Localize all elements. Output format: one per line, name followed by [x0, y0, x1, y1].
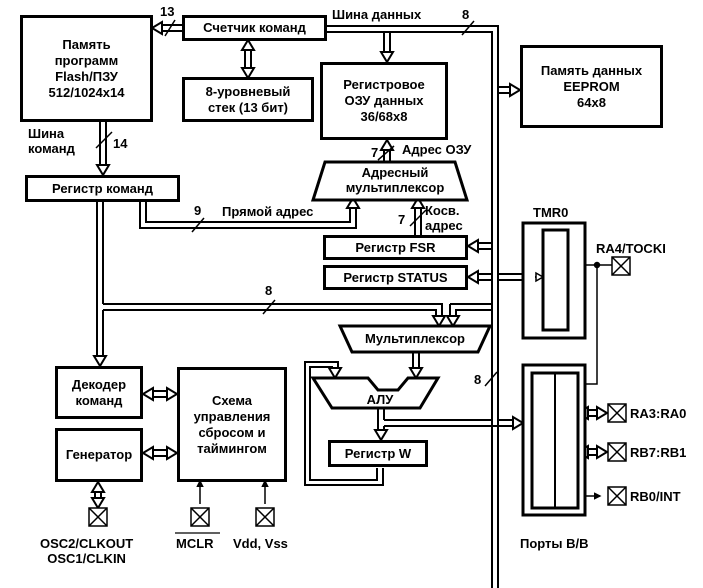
width-indirect-address: 7	[398, 212, 406, 227]
pin-ra3-ra0-label: RA3:RA0	[630, 406, 687, 421]
address-mux-shape	[310, 160, 470, 202]
status-register-block: Регистр STATUS	[323, 265, 468, 290]
eeprom-block: Память данных EEPROM 64x8	[520, 45, 663, 128]
timer-label: TMR0	[533, 205, 569, 220]
bus-data-to-fsr	[466, 238, 492, 254]
pin-osc-icon	[88, 507, 108, 527]
pin-power-label: Vdd, Vss	[233, 536, 288, 551]
pin-ra4-icon	[611, 256, 631, 276]
oscillator-block: Генератор	[55, 428, 143, 482]
pin-power-icon	[255, 507, 275, 527]
tmr0-inner	[541, 228, 570, 332]
program-counter-block: Счетчик команд	[182, 15, 327, 41]
pin-osc-label: OSC2/CLKOUT OSC1/CLKIN	[40, 536, 134, 566]
data-bus	[326, 20, 499, 588]
bus-alu-to-w	[373, 371, 525, 442]
direct-address-label: Прямой адрес	[222, 204, 314, 219]
pin-symbols	[88, 256, 631, 527]
bus-data-to-mux	[445, 303, 492, 328]
bus-pc-stack	[240, 38, 256, 80]
width-data-bus: 8	[462, 7, 470, 22]
instruction-bus-label: Шина команд	[28, 126, 75, 156]
data-bus-label: Шина данных	[332, 7, 422, 22]
bus-data-to-eeprom	[498, 82, 522, 98]
pin-mclr-icon	[190, 507, 210, 527]
indirect-address-label: Косв. адрес	[425, 203, 463, 233]
bus-instruction	[95, 122, 113, 177]
width-instr-to-mux: 8	[265, 283, 273, 298]
io-ports-label: Порты В/В	[520, 536, 589, 551]
width-instruction-bus: 14	[113, 136, 128, 151]
pin-rb7-rb1-label: RB7:RB1	[630, 445, 687, 460]
instruction-register-block: Регистр команд	[25, 175, 180, 202]
stack-block: 8-уровневый стек (13 бит)	[182, 77, 314, 122]
mux-label: Мультиплексор	[365, 331, 465, 346]
address-mux-label: Адресный мультиплексор	[345, 165, 445, 195]
bus-w-feedback	[304, 361, 384, 486]
bus-pc-to-progmem	[150, 19, 182, 37]
bus-indirect-address	[409, 196, 427, 236]
bus-oscillator-control	[141, 445, 179, 461]
ram-address-label: Адрес ОЗУ	[402, 142, 472, 157]
control-circuit-block: Схема управления сбросом и таймингом	[177, 367, 287, 482]
w-register-block: Регистр W	[328, 440, 428, 467]
register-ram-block: Регистровое ОЗУ данных 36/68x8	[320, 62, 448, 140]
pin-rb0-icon	[607, 486, 627, 506]
bus-decoder-control	[141, 386, 179, 402]
pin-mclr-label: MCLR	[176, 536, 214, 551]
alu-shape	[310, 376, 441, 410]
pin-rb7-rb1-icon	[607, 442, 627, 462]
bus-ram-address	[377, 138, 395, 162]
instruction-decoder-block: Декодер команд	[55, 366, 143, 419]
pin-ra4-label: RA4/TOCKI	[596, 241, 666, 256]
width-direct-address: 9	[194, 203, 202, 218]
width-pc-progmem: 13	[160, 4, 175, 19]
bus-direct-address	[139, 196, 361, 233]
pin-ra3-ra0-icon	[607, 403, 627, 423]
bus-data-to-ram	[379, 32, 395, 64]
width-data-to-ports: 8	[474, 372, 482, 387]
bus-oscillator-pin	[90, 480, 106, 510]
fsr-register-block: Регистр FSR	[323, 235, 468, 260]
width-ram-address: 7	[371, 145, 379, 160]
pin-rb0-label: RB0/INT	[630, 489, 681, 504]
bus-mux-to-alu	[408, 352, 424, 380]
bus-instr-to-decoder	[92, 200, 447, 368]
alu-label: АЛУ	[366, 392, 394, 407]
program-memory-block: Память программ Flash/ПЗУ 512/1024x14	[20, 15, 153, 122]
mux-shape	[337, 324, 493, 354]
